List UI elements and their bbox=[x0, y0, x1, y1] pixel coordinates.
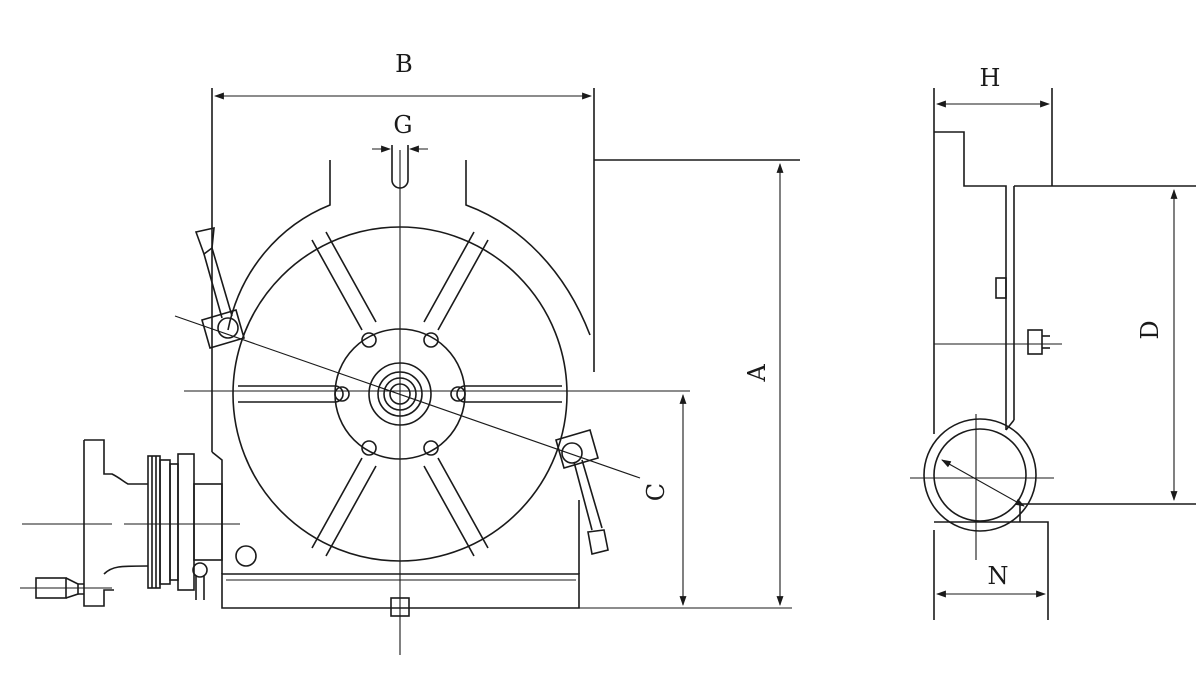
label-h: H bbox=[980, 64, 1001, 92]
housing-arc bbox=[227, 160, 591, 336]
front-view: B G A C bbox=[20, 50, 800, 655]
t-slots bbox=[238, 231, 562, 557]
side-view: H D N bbox=[910, 64, 1196, 620]
label-n: N bbox=[988, 562, 1009, 590]
worm-drive-assembly bbox=[20, 439, 240, 607]
keyway-slot bbox=[391, 145, 409, 189]
label-d: D bbox=[1136, 320, 1164, 339]
worm-outer-circle bbox=[923, 418, 1037, 532]
upper-clamp-lever bbox=[194, 226, 245, 349]
worm-inner-circle bbox=[933, 428, 1027, 522]
side-base bbox=[933, 521, 1049, 620]
side-body-outline bbox=[933, 88, 1196, 434]
housing-outline bbox=[211, 88, 595, 574]
lower-clamp-lever bbox=[555, 429, 609, 555]
diameter-arrow bbox=[941, 459, 1025, 507]
plug-circle bbox=[235, 545, 257, 567]
label-g: G bbox=[393, 111, 412, 139]
locating-key bbox=[390, 597, 410, 617]
label-c: C bbox=[642, 483, 670, 501]
label-a: A bbox=[743, 364, 771, 383]
label-b: B bbox=[395, 50, 413, 78]
